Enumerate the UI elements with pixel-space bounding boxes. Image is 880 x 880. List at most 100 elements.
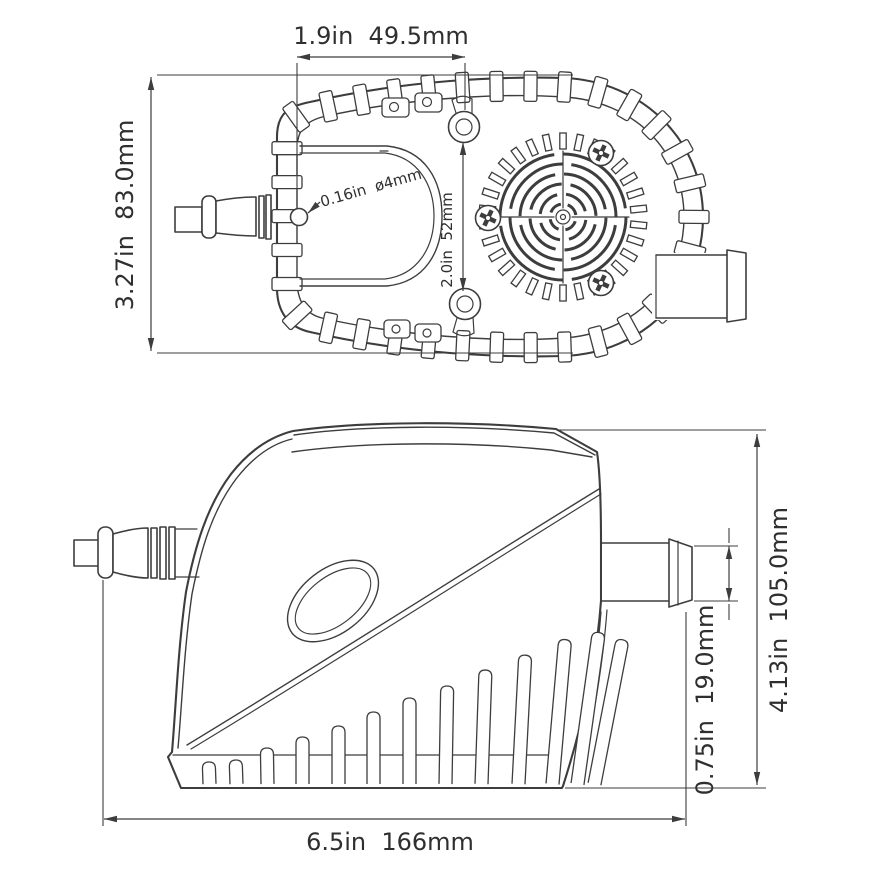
- housing-rib-slot: [352, 83, 371, 116]
- phillips-screw: [474, 204, 502, 232]
- mounting-tab-top: [447, 95, 481, 144]
- annotation-hole-diameter: 0.16in ø4mm: [307, 165, 424, 214]
- base-comb-slot: [545, 638, 572, 785]
- strainer-grid: [474, 132, 648, 302]
- mounting-hole: [289, 207, 309, 227]
- body-width-label: 3.27in 83.0mm: [111, 120, 139, 311]
- strainer-ring-slot: [573, 133, 585, 152]
- base-comb-slot: [295, 736, 310, 784]
- strainer-ring-slot: [497, 157, 516, 175]
- outlet-barb-cap-top: [726, 249, 747, 323]
- strainer-ring-slot: [510, 269, 527, 288]
- mounting-tab-bottom: [448, 287, 482, 337]
- inlet-port-top: [174, 194, 272, 240]
- dim-mount-width: 1.9in 49.5mm: [293, 22, 469, 206]
- housing-rib-slots: [271, 70, 710, 364]
- top-view-drawing: 1.9in 49.5mm 3.27in 83.0mm 2.0in 52mm 0.…: [111, 22, 747, 364]
- strainer-ring-slot: [541, 282, 553, 301]
- body-top-double-line: [293, 426, 596, 456]
- pump-chamber-outline: [299, 145, 443, 287]
- base-comb-slot: [366, 711, 381, 784]
- strainer-ring-slot: [487, 247, 507, 263]
- base-comb-slot: [259, 747, 275, 785]
- strainer-ring-slot: [481, 234, 501, 247]
- emblem-oval: [286, 559, 380, 643]
- housing-rib-slot: [556, 71, 573, 103]
- strainer-ring-slot: [629, 220, 648, 230]
- outlet-barb-cap-side: [668, 538, 693, 608]
- housing-rib-slot: [587, 325, 609, 358]
- housing-rib-slot: [318, 311, 339, 345]
- strainer-ring-slot: [559, 284, 567, 302]
- strainer-center-dot: [559, 213, 567, 221]
- body-sweep-curve-2: [190, 493, 602, 750]
- strainer-ring-slot: [510, 146, 527, 165]
- hole-spacing-label: 2.0in 52mm: [438, 192, 456, 287]
- dim-outlet-diameter: 0.75in 19.0mm: [691, 528, 738, 795]
- housing-rib-slot: [489, 331, 505, 363]
- strainer-ring-slot: [497, 259, 516, 277]
- housing-rib-slot: [587, 75, 609, 109]
- housing-rib-slot: [318, 89, 338, 123]
- housing-rib-slot: [271, 174, 303, 190]
- base-comb-slot: [331, 725, 346, 784]
- housing-rib-slot: [523, 70, 538, 102]
- strainer-ring-slot: [525, 138, 540, 158]
- housing-rib-slot: [281, 300, 313, 331]
- outlet-diameter-label: 0.75in 19.0mm: [691, 605, 719, 796]
- pump-body-outline: [166, 422, 603, 790]
- strainer-ring-slot: [610, 259, 629, 277]
- strainer-ring-slot: [541, 133, 553, 152]
- rim-latch-details: [379, 92, 443, 343]
- strainer-center-ring: [555, 209, 571, 225]
- base-comb-slot: [438, 685, 455, 785]
- dome-inner-contour: [291, 443, 593, 458]
- housing-rib-slot: [678, 209, 710, 225]
- housing-rib-slot: [556, 331, 573, 363]
- dim-hole-spacing: 2.0in 52mm: [438, 142, 467, 291]
- strainer-ring-slot: [619, 247, 639, 263]
- outlet-port-side: [600, 538, 693, 608]
- housing-rib-slot: [271, 141, 303, 156]
- strainer-ring-slot: [629, 204, 648, 214]
- housing-rib-slot: [673, 173, 707, 194]
- housing-rib-slot: [616, 88, 643, 122]
- housing-rib-slot: [661, 138, 694, 165]
- housing-rib-slot: [454, 71, 471, 104]
- overall-height-label: 4.13in 105.0mm: [765, 507, 793, 713]
- housing-rib-slot: [523, 331, 538, 364]
- base-comb-slot: [474, 669, 493, 785]
- dim-overall-height: 4.13in 105.0mm: [558, 429, 793, 789]
- strainer-ring-slot: [487, 171, 507, 187]
- strainer-ring-slot: [573, 282, 585, 301]
- strainer-ring-slot: [619, 171, 639, 187]
- strainer-ring-slot: [481, 187, 501, 200]
- base-comb-slot: [511, 654, 533, 785]
- strainer-ring-slot: [559, 132, 567, 150]
- housing-rib-slot: [271, 242, 303, 258]
- housing-rib-slot: [271, 276, 303, 292]
- overall-length-label: 6.5in 166mm: [306, 828, 474, 856]
- base-comb-slot: [201, 761, 217, 785]
- housing-rib-slot: [616, 312, 643, 346]
- phillips-screw: [587, 139, 615, 167]
- strainer-ring-slot: [625, 187, 645, 200]
- side-view-drawing: 4.13in 105.0mm 0.75in 19.0mm 6.5in 166mm: [73, 422, 793, 856]
- housing-rib-slot: [282, 100, 311, 133]
- body-left-double-line: [177, 438, 293, 749]
- base-comb-slot: [228, 759, 244, 785]
- hole-diameter-label: 0.16in ø4mm: [318, 165, 423, 211]
- outlet-port-top: [652, 249, 747, 323]
- housing-rib-slot: [489, 70, 504, 103]
- dim-body-width: 3.27in 83.0mm: [111, 74, 573, 354]
- mount-width-label: 1.9in 49.5mm: [293, 22, 469, 50]
- inlet-port-side: [73, 526, 200, 580]
- strainer-ring-slot: [525, 276, 540, 296]
- dim-overall-length: 6.5in 166mm: [102, 580, 687, 856]
- base-comb-slot: [587, 638, 629, 786]
- body-sweep-curve: [186, 488, 600, 746]
- housing-rib-slot: [352, 318, 371, 351]
- base-comb-slot: [570, 631, 606, 785]
